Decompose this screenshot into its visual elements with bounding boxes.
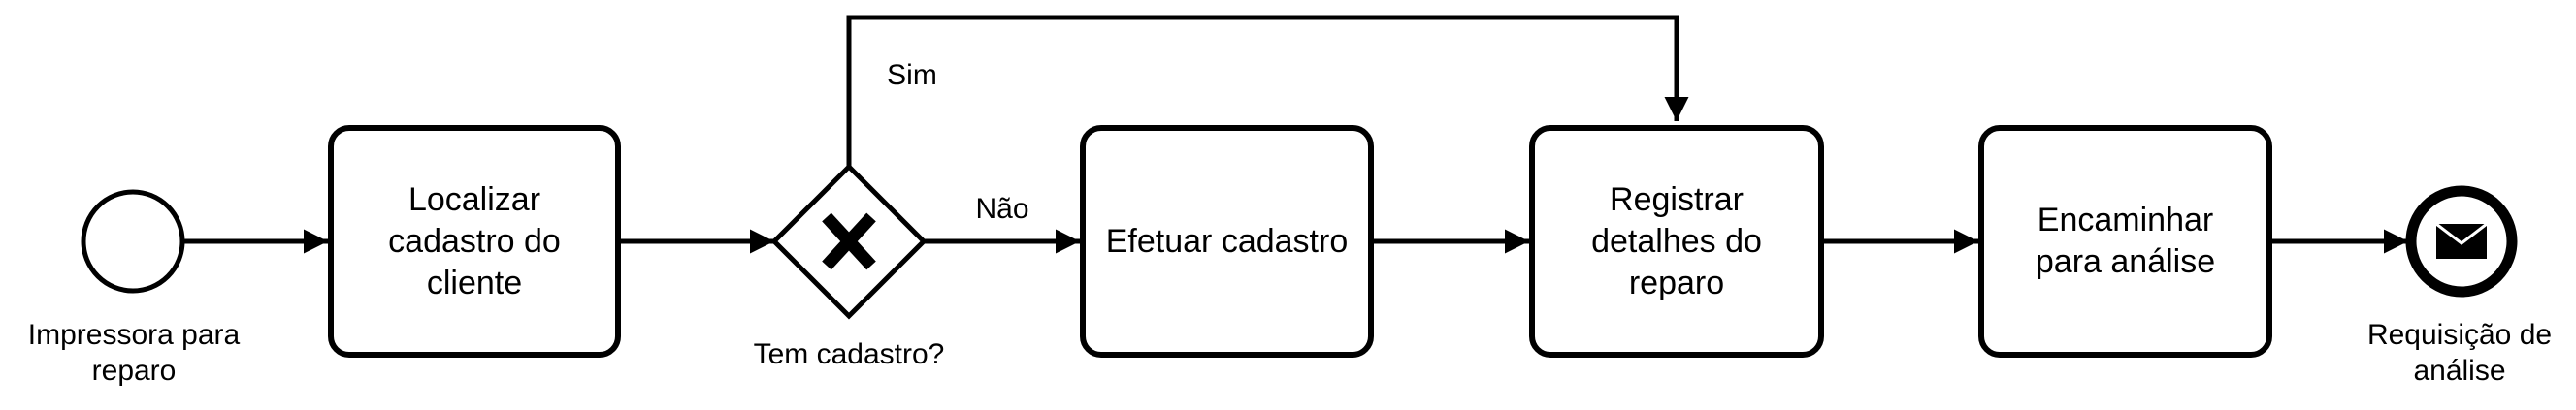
gateway-label: Tem cadastro? bbox=[753, 338, 945, 370]
start-event-label: Impressora para reparo bbox=[27, 319, 241, 387]
task-encaminhar-analise: Encaminhar para análise bbox=[1978, 125, 2272, 358]
gateway-yes-label: Sim bbox=[887, 59, 937, 91]
task-localizar-cadastro: Localizar cadastro do cliente bbox=[328, 125, 621, 358]
envelope-icon bbox=[2435, 222, 2488, 259]
gateway-x-icon bbox=[822, 212, 876, 270]
gateway-no-label: Não bbox=[975, 193, 1029, 225]
start-event bbox=[81, 189, 185, 294]
task-registrar-detalhes: Registrar detalhes do reparo bbox=[1529, 125, 1824, 358]
end-event-label: Requisição de análise bbox=[2366, 319, 2553, 387]
flow-gateway-yes-to-registrar bbox=[846, 15, 1689, 167]
task-efetuar-cadastro: Efetuar cadastro bbox=[1080, 125, 1374, 358]
